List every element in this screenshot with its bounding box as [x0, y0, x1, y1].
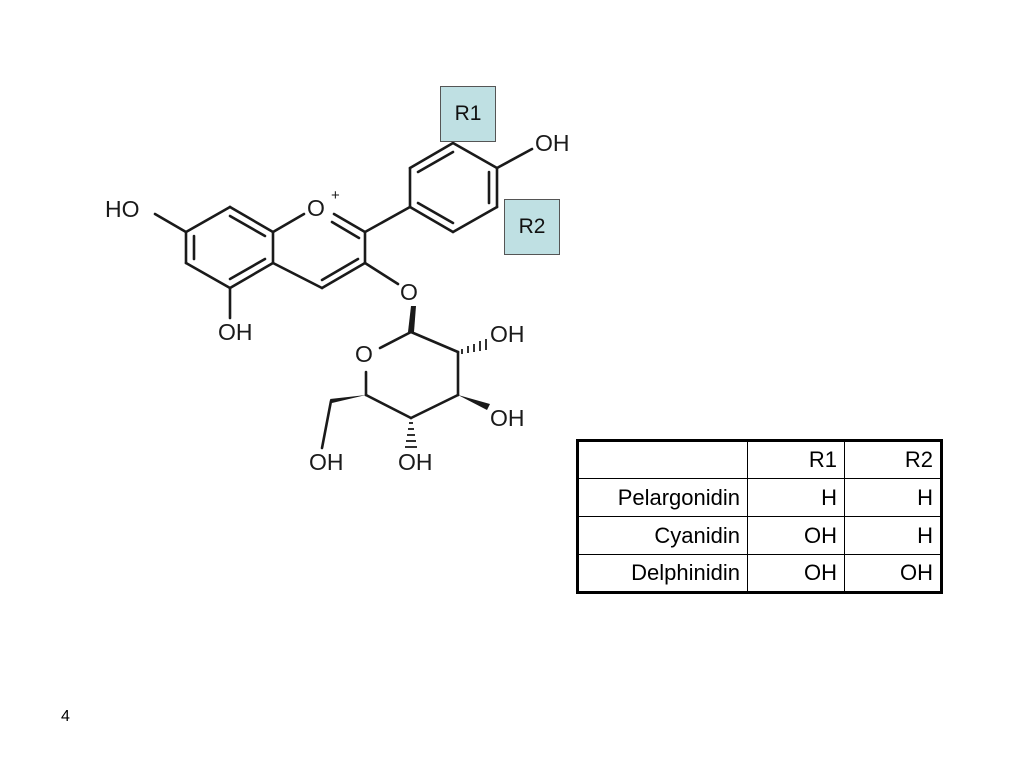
compound-name: Cyanidin — [577, 516, 748, 555]
table-row: Pelargonidin H H — [577, 478, 942, 517]
atom-oh-sugar-2: OH — [490, 321, 525, 347]
table-header-row: R1 R2 — [577, 440, 942, 479]
atom-oh-sugar-4: OH — [398, 449, 433, 475]
atom-oh-sugar-6: OH — [309, 449, 344, 475]
r1-value: H — [747, 478, 845, 517]
atom-o-glycosidic: O — [400, 279, 418, 305]
r1-value: OH — [747, 554, 845, 593]
atom-ho-7: HO — [105, 196, 140, 222]
compound-name: Pelargonidin — [577, 478, 748, 517]
b-ring — [363, 141, 534, 234]
r1-box: R1 — [440, 86, 496, 142]
atom-o-sugar-ring: O — [355, 341, 373, 367]
substituent-table: R1 R2 Pelargonidin H H Cyanidin OH H Del… — [576, 439, 943, 594]
atom-o-ring: O — [307, 195, 325, 221]
atom-oh-5: OH — [218, 319, 253, 345]
table-header-cell — [577, 440, 748, 479]
r2-value: H — [844, 516, 942, 555]
c-ring — [271, 212, 367, 290]
atom-oh-4prime: OH — [535, 130, 570, 156]
r2-value: OH — [844, 554, 942, 593]
table-header-cell: R1 — [747, 440, 845, 479]
r2-value: H — [844, 478, 942, 517]
glucose-ring — [320, 306, 490, 450]
table-row: Delphinidin OH OH — [577, 554, 942, 593]
a-ring — [184, 205, 275, 290]
atom-o-charge: + — [331, 187, 340, 204]
compound-name: Delphinidin — [577, 554, 748, 593]
table-header-cell: R2 — [844, 440, 942, 479]
atom-labels: HO OH O + OH O O OH OH OH OH — [105, 130, 570, 475]
r1-value: OH — [747, 516, 845, 555]
substituent-bonds — [153, 212, 400, 320]
atom-oh-sugar-3: OH — [490, 405, 525, 431]
slide-number: 4 — [61, 708, 70, 725]
table-row: Cyanidin OH H — [577, 516, 942, 555]
r2-box: R2 — [504, 199, 560, 255]
